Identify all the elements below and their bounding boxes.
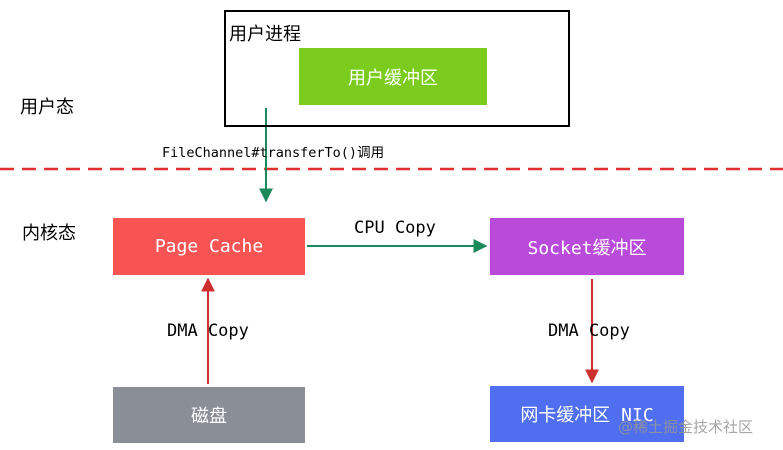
user-process-label: 用户进程 xyxy=(229,24,301,45)
socket-buffer-box: Socket缓冲区 xyxy=(490,218,684,275)
cpu-copy-label: CPU Copy xyxy=(354,218,436,238)
user-process-frame xyxy=(224,10,570,127)
dma-copy-right-label: DMA Copy xyxy=(548,321,630,341)
user-mode-label: 用户态 xyxy=(20,97,74,118)
dma-copy-left-label: DMA Copy xyxy=(167,321,249,341)
watermark: @稀土掘金技术社区 xyxy=(618,418,754,436)
disk-box: 磁盘 xyxy=(113,387,305,443)
nic-buffer-box: 网卡缓冲区 NIC xyxy=(490,386,684,442)
user-buffer-box: 用户缓冲区 xyxy=(299,48,487,105)
kernel-mode-label: 内核态 xyxy=(22,223,76,244)
transfer-call-label: FileChannel#transferTo()调用 xyxy=(162,145,385,161)
page-cache-box: Page Cache xyxy=(113,218,305,275)
